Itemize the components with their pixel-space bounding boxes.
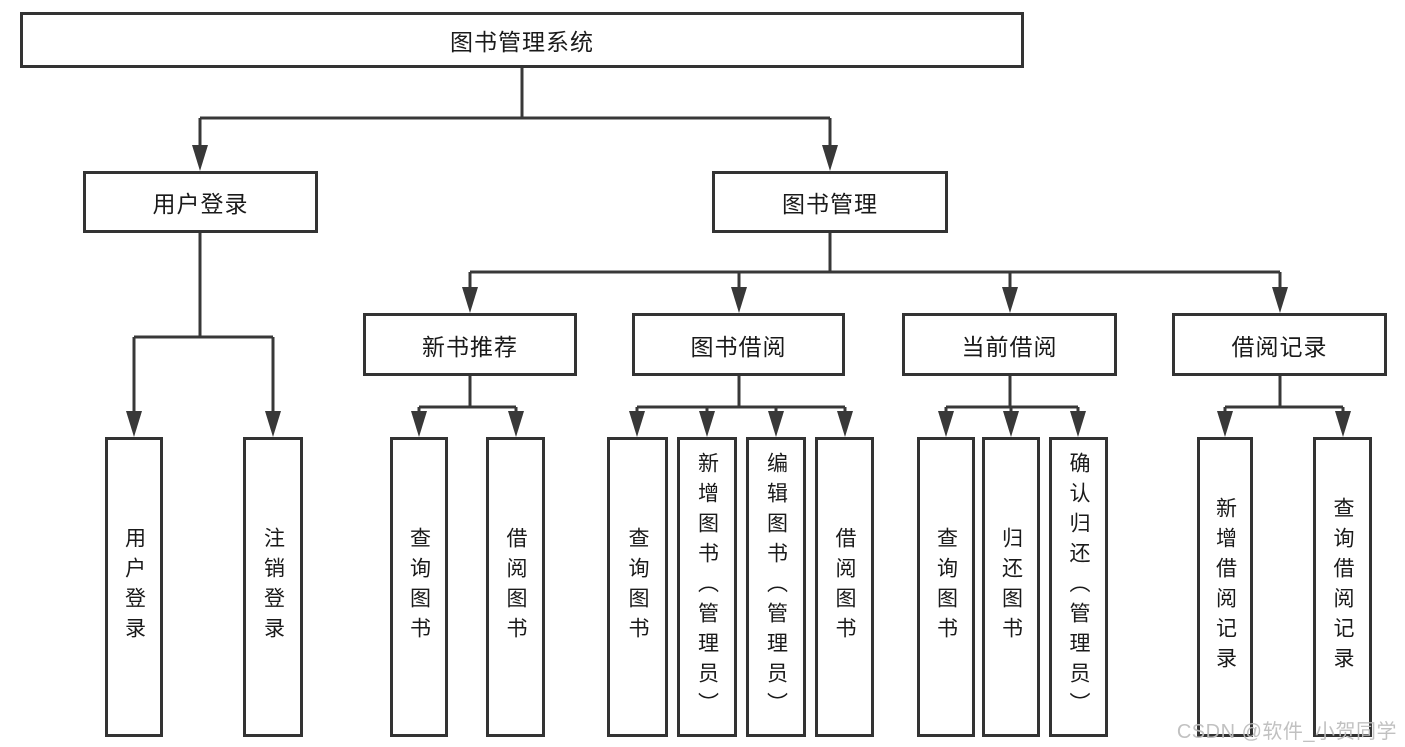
arrowhead (1003, 411, 1019, 437)
leaf-query-books-current: 查询图书 (917, 437, 975, 737)
arrowhead (1070, 411, 1086, 437)
arrowhead (1272, 287, 1288, 313)
arrowhead (462, 287, 478, 313)
arrowhead (411, 411, 427, 437)
leaf-edit-books-admin: 编辑图书（管理员） (746, 437, 806, 737)
leaf-return-books: 归还图书 (982, 437, 1040, 737)
leaf-query-books-borrow: 查询图书 (607, 437, 668, 737)
connector-userlogin-to-leaves (132, 233, 275, 412)
arrowhead (837, 411, 853, 437)
arrowhead (699, 411, 715, 437)
arrowhead (508, 411, 524, 437)
leaf-add-borrow-record: 新增借阅记录 (1197, 437, 1253, 737)
node-library-management-system: 图书管理系统 (20, 12, 1024, 68)
node-user-login: 用户登录 (83, 171, 318, 233)
connector-borrowrecords-to-leaves (1223, 376, 1345, 412)
leaf-borrow-books: 借阅图书 (815, 437, 874, 737)
arrowhead (822, 145, 838, 171)
arrowhead (265, 411, 281, 437)
node-book-borrow: 图书借阅 (632, 313, 845, 376)
arrowhead (126, 411, 142, 437)
node-borrow-records: 借阅记录 (1172, 313, 1387, 376)
node-new-book-recommend: 新书推荐 (363, 313, 577, 376)
connector-bookmgmt-to-level2 (468, 233, 1282, 288)
arrowhead (731, 287, 747, 313)
connector-bookborrow-to-leaves (635, 376, 847, 412)
arrowhead (192, 145, 208, 171)
node-book-management: 图书管理 (712, 171, 948, 233)
arrowhead (938, 411, 954, 437)
node-current-borrow: 当前借阅 (902, 313, 1117, 376)
arrowheads-group (126, 145, 1351, 437)
leaf-logout: 注销登录 (243, 437, 303, 737)
leaf-query-borrow-record: 查询借阅记录 (1313, 437, 1372, 737)
leaf-user-login: 用户登录 (105, 437, 163, 737)
arrowhead (1217, 411, 1233, 437)
leaf-confirm-return-admin: 确认归还（管理员） (1049, 437, 1108, 737)
leaf-add-books-admin: 新增图书（管理员） (677, 437, 737, 737)
connector-currentborrow-to-leaves (944, 376, 1080, 412)
connector-root-to-level1 (198, 68, 832, 146)
arrowhead (768, 411, 784, 437)
arrowhead (629, 411, 645, 437)
leaf-borrow-books-recommend: 借阅图书 (486, 437, 545, 737)
arrowhead (1335, 411, 1351, 437)
leaf-query-books-recommend: 查询图书 (390, 437, 448, 737)
csdn-watermark: CSDN @软件_小贺同学 (1176, 721, 1397, 743)
arrowhead (1002, 287, 1018, 313)
connector-newbooks-to-leaves (417, 376, 518, 412)
